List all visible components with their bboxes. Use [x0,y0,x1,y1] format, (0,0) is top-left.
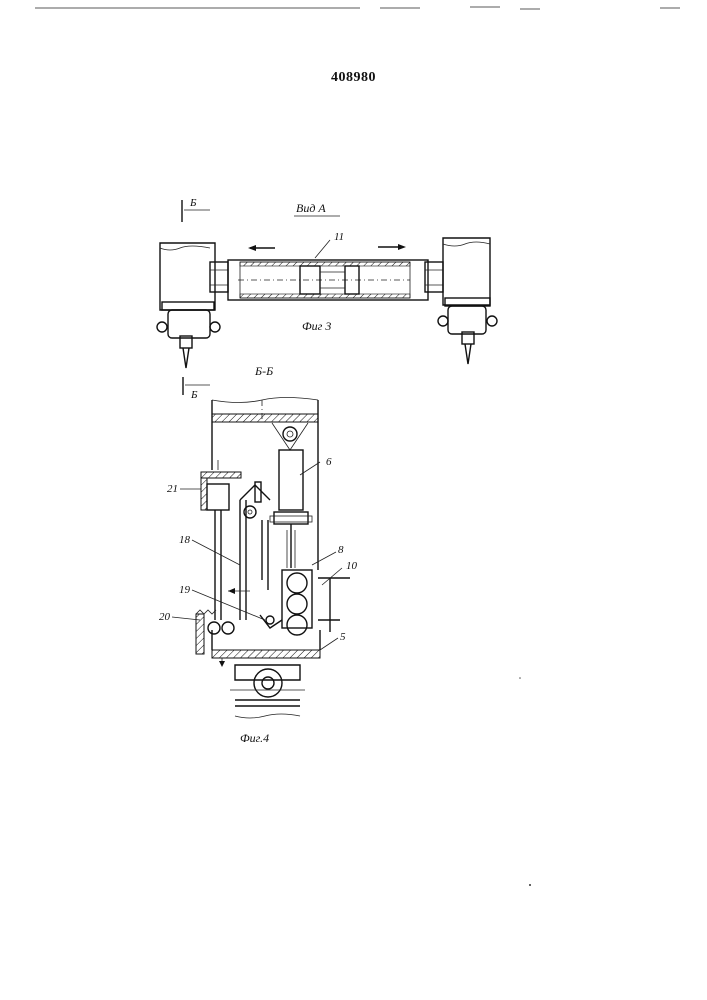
view-label: Вид А [296,201,326,215]
part-label-6: 6 [326,456,332,468]
part-10-rail: 10 [318,560,358,632]
linkage-rods: 18 [179,482,270,620]
part-label-5: 5 [340,631,346,643]
part-21: 21 [167,460,241,510]
section-mark-bottom-label: Б [190,389,198,401]
part-label-21: 21 [167,483,178,495]
part-label-18: 18 [179,534,191,546]
left-support-block [157,243,228,368]
part-label-11: 11 [334,231,344,243]
right-support-block [425,238,497,364]
part-20: 20 [159,610,234,654]
bottom-wheel [230,665,305,718]
part-label-8: 8 [338,544,344,556]
part-label-19: 19 [179,584,191,596]
part-label-20: 20 [159,611,171,623]
figure-4-caption: Фиг.4 [240,731,269,745]
section-mark-top-label: Б [189,197,197,209]
figure-3: Б Вид А [157,197,497,368]
figure-3-caption: Фиг 3 [302,319,331,333]
section-title: Б-Б [254,364,273,378]
cylinder-11: 11 [228,231,428,300]
section-mark-top: Б [182,197,210,222]
cylinder-6: 6 [270,423,332,568]
section-mark-bottom: Б [183,377,210,401]
motion-arrows [248,244,406,251]
scan-border-marks [35,7,680,9]
part-label-10: 10 [346,560,358,572]
figure-4: Б Б-Б 6 [159,364,358,745]
part-5-base: 5 [212,630,346,667]
